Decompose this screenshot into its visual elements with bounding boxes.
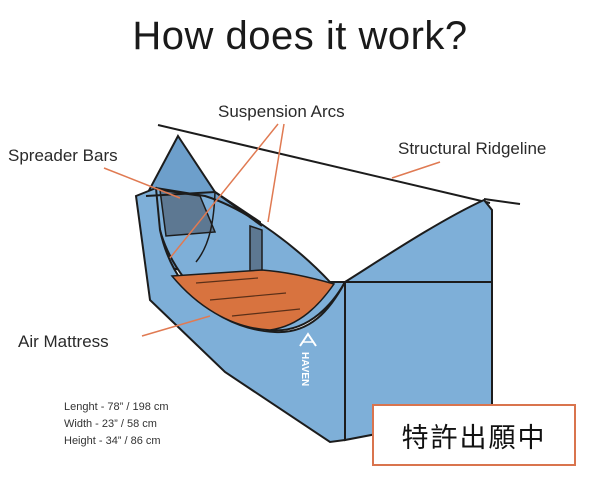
suspension-arc-inner <box>195 191 216 263</box>
leader-suspension-arcs-1 <box>267 123 285 223</box>
air-mattress <box>170 269 336 331</box>
leader-suspension-arcs-2 <box>169 123 279 259</box>
leader-spreader-bars <box>103 167 181 199</box>
label-structural-ridgeline: Structural Ridgeline <box>398 139 547 158</box>
patent-pending-badge: 特許出願中 <box>372 404 576 466</box>
logo-triangle-icon <box>299 332 317 347</box>
label-suspension-arcs: Suspension Arcs <box>218 102 345 121</box>
mesh-window <box>249 224 263 278</box>
label-spreader-bars: Spreader Bars <box>8 146 118 165</box>
label-air-mattress: Air Mattress <box>18 332 109 351</box>
spec-width: Width - 23” / 58 cm <box>64 418 157 430</box>
logo-text: HAVEN <box>299 352 310 386</box>
mattress-seam <box>195 277 259 284</box>
haven-logo: HAVEN <box>299 332 317 386</box>
mattress-seam <box>231 308 301 317</box>
ridgeline-cord-end <box>483 198 521 205</box>
leader-ridgeline <box>391 161 441 179</box>
ridgeline-cord <box>157 124 491 204</box>
spec-length: Lenght - 78” / 198 cm <box>64 401 169 413</box>
mattress-seam <box>209 292 287 301</box>
dimension-specs: Lenght - 78” / 198 cm Width - 23” / 58 c… <box>64 399 169 450</box>
page-title: How does it work? <box>132 14 468 58</box>
spec-height: Height - 34” / 86 cm <box>64 435 161 447</box>
leader-air-mattress <box>141 315 211 337</box>
